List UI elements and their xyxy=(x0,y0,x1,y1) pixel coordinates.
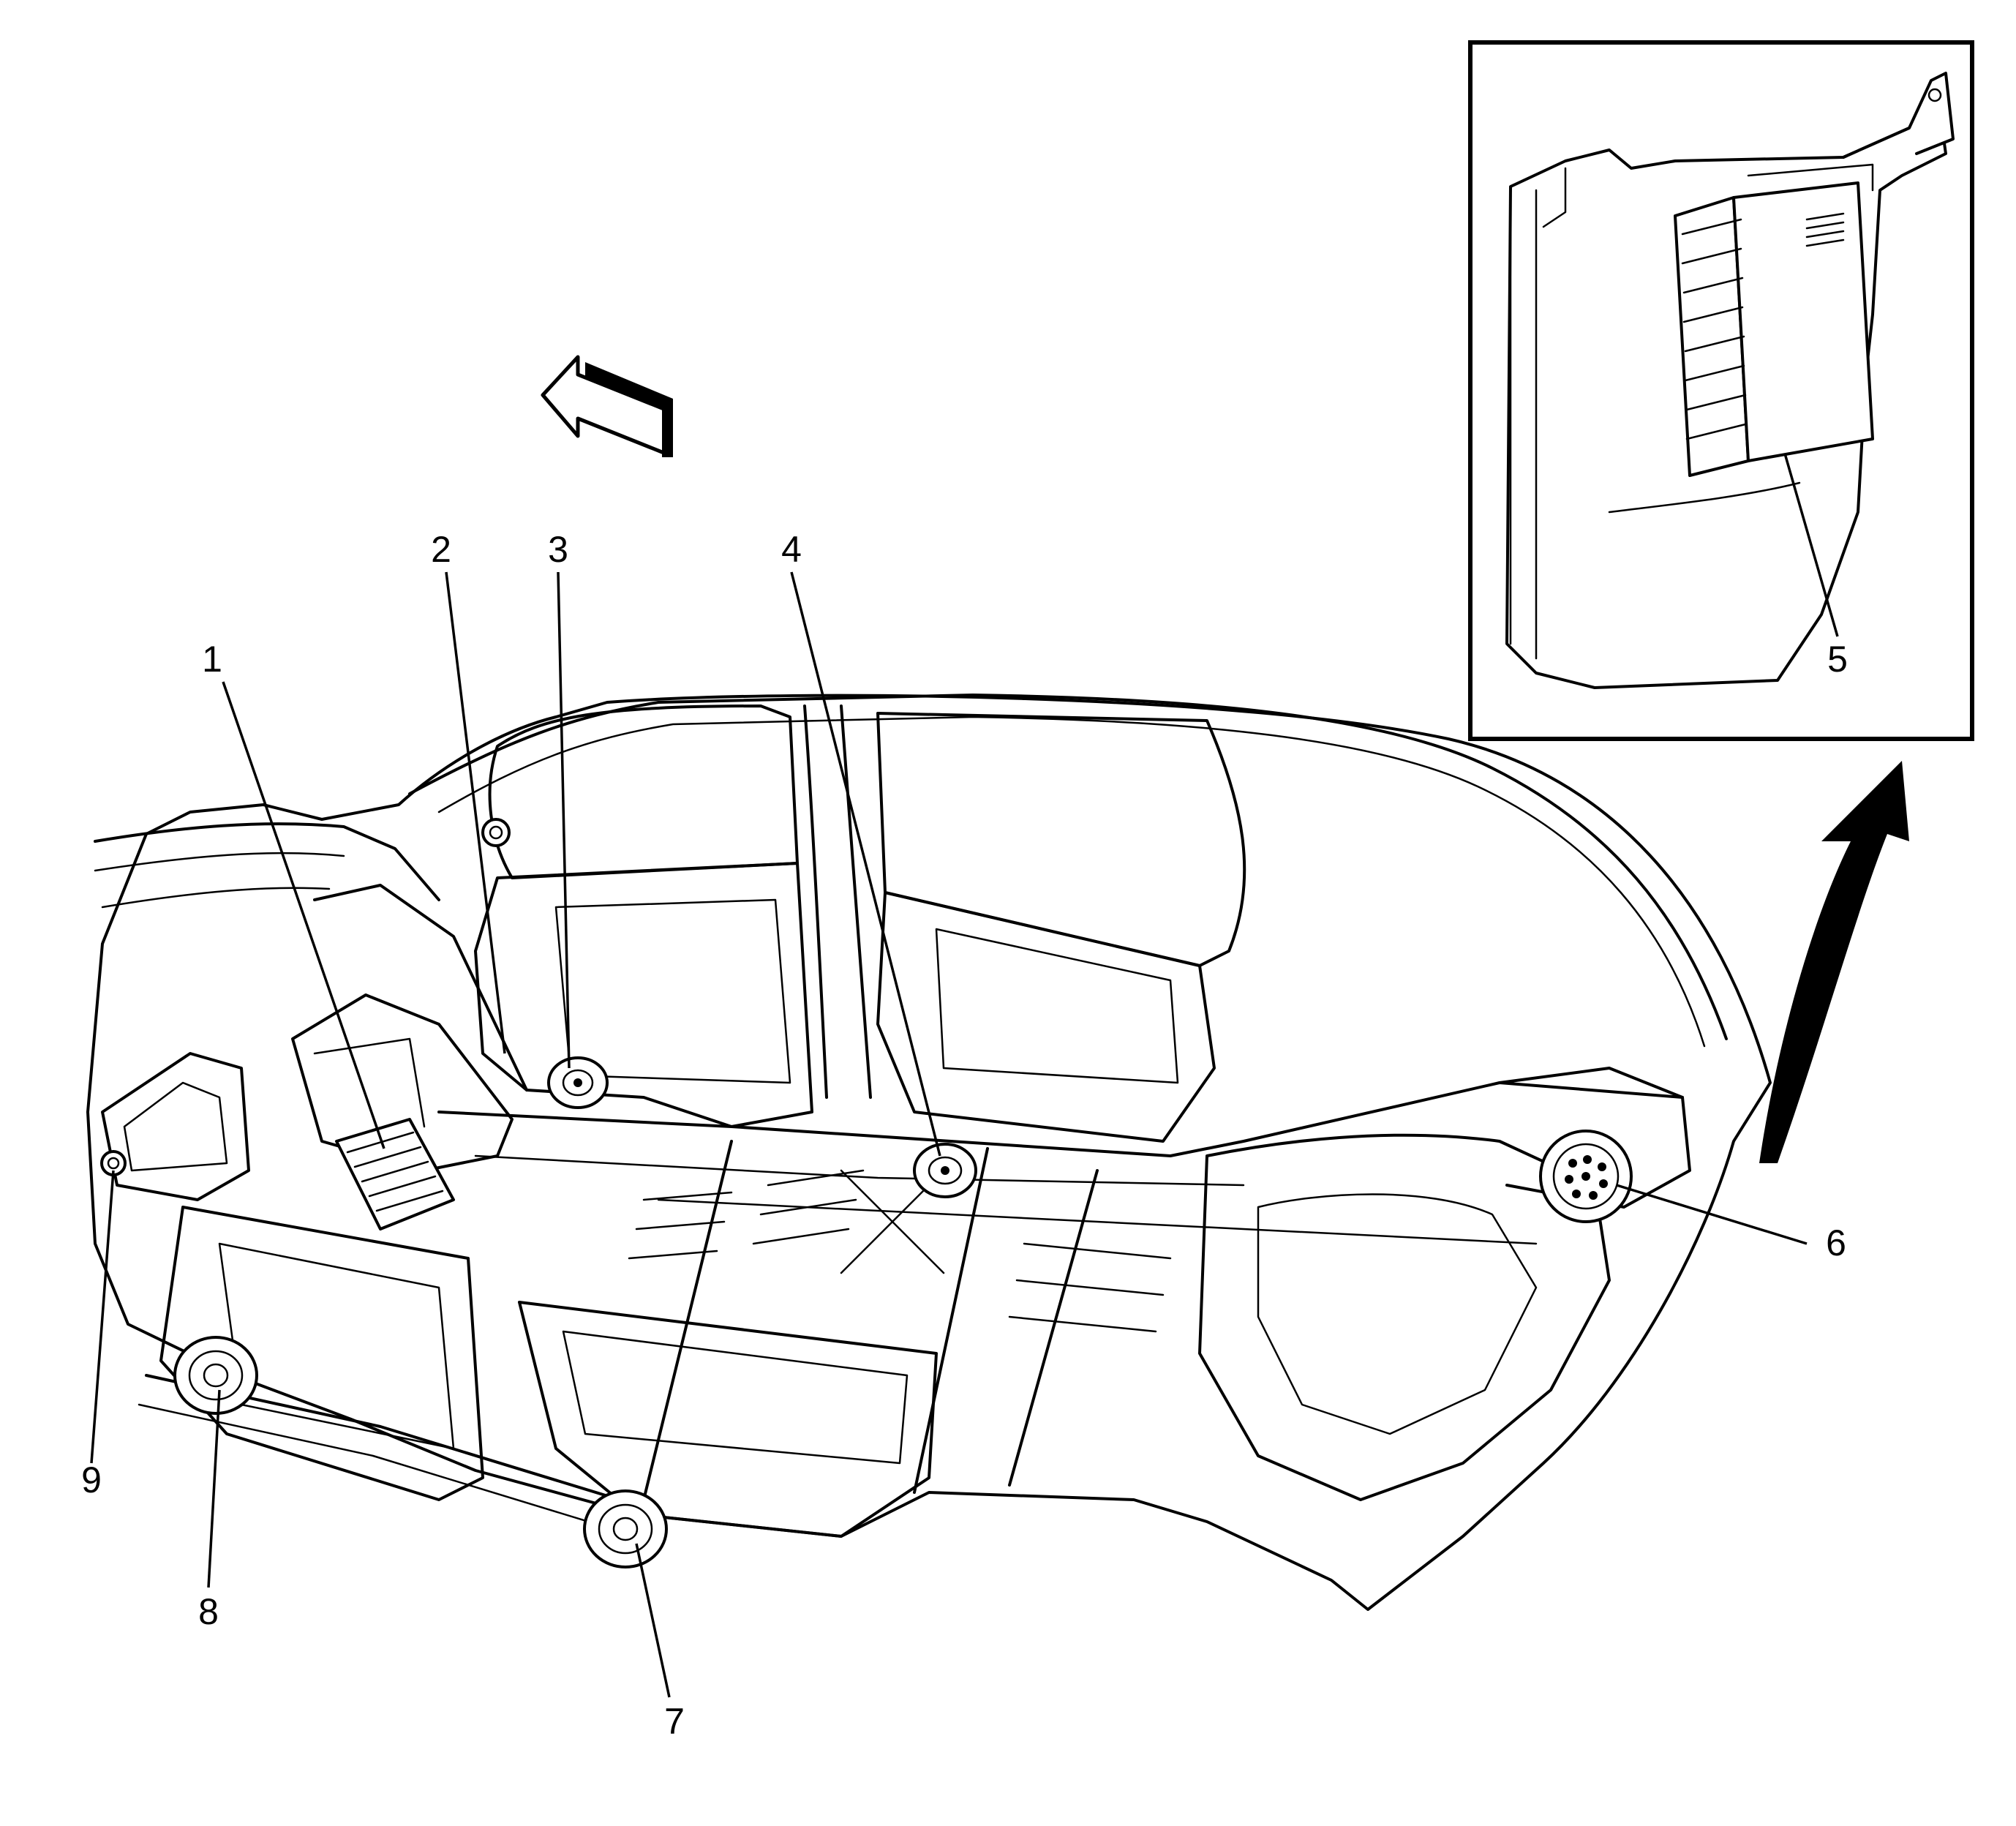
speaker-front-left-door xyxy=(547,1056,609,1109)
detail-inset xyxy=(1468,40,1974,741)
callout-8: 8 xyxy=(198,1591,219,1632)
leader-line-7 xyxy=(635,1543,671,1698)
leader-line-4 xyxy=(790,571,941,1157)
callout-9: 9 xyxy=(81,1459,102,1500)
leader-line-1 xyxy=(222,681,385,1149)
callout-3: 3 xyxy=(548,529,568,570)
leader-line-3 xyxy=(557,571,571,1069)
leader-line-2 xyxy=(445,571,506,1054)
speaker-pillar xyxy=(481,818,511,847)
leader-line-6 xyxy=(1616,1184,1808,1245)
curved-detail-arrow-icon xyxy=(1759,761,1909,1163)
speaker-front-right-door xyxy=(913,1143,977,1198)
leader-line-8 xyxy=(207,1389,221,1588)
callout-6: 6 xyxy=(1826,1222,1846,1263)
leader-line-9 xyxy=(90,1170,115,1464)
speaker-instrument-panel xyxy=(100,1150,127,1176)
leader-lines xyxy=(90,453,1839,1698)
callout-2: 2 xyxy=(431,529,451,570)
speaker-subwoofer xyxy=(1539,1130,1633,1223)
amplifier-module xyxy=(1505,72,1955,689)
leader-line-5 xyxy=(1783,453,1839,637)
speaker-rear-left-door xyxy=(173,1336,258,1415)
speaker-console-grille xyxy=(335,1118,455,1231)
forward-direction-arrow-icon xyxy=(541,355,673,457)
callout-labels: 1 2 3 4 5 6 7 8 9 xyxy=(81,529,1848,1742)
speaker-rear-right-door xyxy=(583,1489,668,1568)
callout-4: 4 xyxy=(781,529,802,570)
callout-5: 5 xyxy=(1827,639,1848,680)
callout-7: 7 xyxy=(664,1701,685,1742)
callout-1: 1 xyxy=(202,639,222,680)
